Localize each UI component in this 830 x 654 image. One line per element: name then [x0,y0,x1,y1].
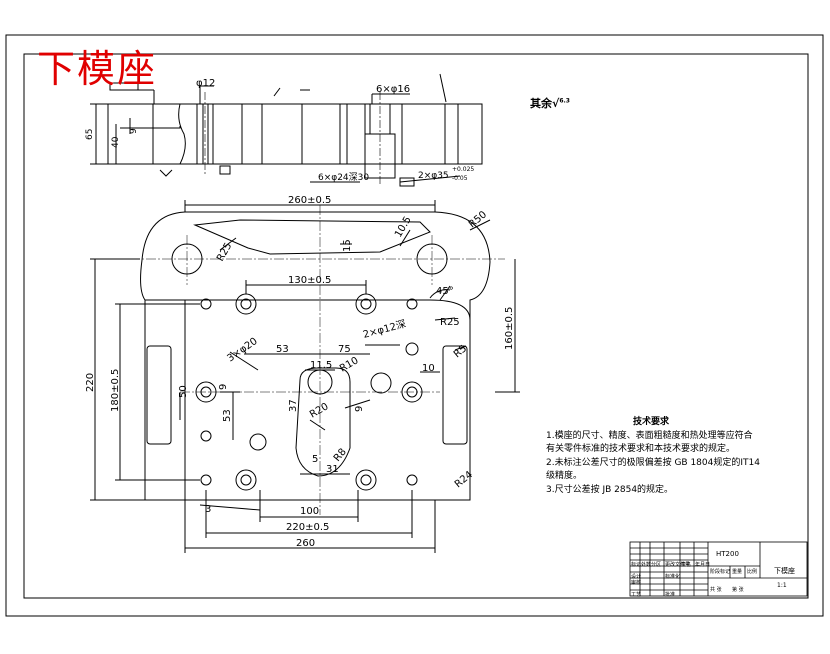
title-block-label: 批准 [665,592,676,598]
surface-finish-value: 6.3 [559,97,570,105]
technical-notes: 技术要求 1.模座的尺寸、精度、表面粗糙度和热处理等应符合 有关零件标准的技术要… [546,416,796,497]
technical-notes-heading: 技术要求 [632,417,669,427]
title-block-label: 设计 [631,574,642,580]
outer-frame [5,34,824,617]
title-block-label: 共 张 [710,587,722,593]
dim-R24: R24 [453,469,475,490]
dim-2x12: 2×φ12深 [362,318,408,341]
title-block-label: 审核 [631,580,642,586]
title-block-label: 分区 [651,562,662,568]
dim-6x16: 6×φ16 [376,84,410,95]
dim-180: 180±0.5 [110,369,121,412]
title-block-label: 更改文件号 [665,562,691,568]
dim-10-5: 10.5 [393,215,414,240]
title-block-label: 阶段标记 [710,569,731,575]
dim-65: 65 [85,129,95,140]
dim-5: 5 [312,454,318,465]
title-block-label: 标记 [631,562,642,568]
tol-lower: -0.05 [452,175,468,182]
dim-45deg: 45° [436,286,454,297]
dim-R25-a: R25 [215,241,234,264]
inner-frame [23,53,809,599]
dim-R10: R10 [338,355,361,374]
technical-note-line: 1.模座的尺寸、精度、表面粗糙度和热处理等应符合 [546,430,753,441]
technical-note-line: 级精度。 [546,471,583,481]
technical-note-line: 有关零件标准的技术要求和本技术要求的规定。 [546,444,736,454]
dim-31: 31 [326,464,339,475]
dim-R8: R8 [332,447,349,464]
dim-R50: R50 [467,209,489,230]
title-block-label: 年月日 [695,562,711,568]
title-block-label: 重量 [732,569,743,575]
dim-130: 130±0.5 [288,275,331,286]
dim-160: 160±0.5 [504,307,515,350]
surface-finish-note: 其余√6.3 [530,95,570,111]
dim-53-left: 53 [222,409,233,422]
dim-6x24: 6×φ24深30 [318,172,369,183]
title-block-scale: 1:1 [777,582,787,589]
dim-15: 15 [342,239,353,252]
title-block-grid [629,541,808,597]
drawing-title: 下模座 [37,47,158,91]
dim-37: 37 [288,399,299,412]
dim-R20: R20 [308,401,331,420]
dim-2x35: 2×φ35 [418,171,449,181]
roughness-symbol-icon: √ [552,97,560,110]
dim-100: 100 [300,506,319,517]
technical-note-line: 3.尺寸公差按 JB 2854的规定。 [546,484,674,495]
title-block-label: 签名 [681,562,692,568]
dim-9-top: 9 [129,128,139,134]
dim-260-bottom: 260 [296,538,315,549]
dim-10: 10 [422,363,435,374]
technical-note-line: 2.未标注公差尺寸的极限偏差按 GB 1804规定的IT14 [546,457,760,468]
dim-260-top: 260±0.5 [288,195,331,206]
title-block-part-name: 下模座 [774,567,795,575]
dim-phi12: φ12 [196,78,215,89]
dim-11-5: 11.5 [310,360,332,371]
title-block-label: 比例 [747,569,758,575]
title-block-material: HT200 [716,550,739,558]
tol-upper: +0.025 [452,166,474,173]
title-block-label: 工艺 [631,592,642,598]
dim-75: 75 [338,344,351,355]
dim-50-left: 50 [178,385,189,398]
dim-3: 3 [205,504,211,515]
dim-R25-b: R25 [440,317,460,328]
title-block: HT200 下模座 1:1 标记 处数 分区 更改文件号 签名 年月日 设计 标… [630,542,807,598]
title-block-label: 标准化 [665,574,681,580]
plan-view [90,200,520,553]
dim-9-plan: 9 [218,384,229,390]
title-block-label: 第 张 [732,587,744,593]
dim-9-center: 9 [354,406,365,412]
section-view [90,73,483,187]
surface-finish-label: 其余 [530,97,552,110]
dim-40: 40 [111,136,121,148]
dim-220-left: 220 [85,373,96,392]
dim-53-top: 53 [276,344,289,355]
dim-220-bottom: 220±0.5 [286,522,329,533]
title-block-label: 处数 [641,562,652,568]
